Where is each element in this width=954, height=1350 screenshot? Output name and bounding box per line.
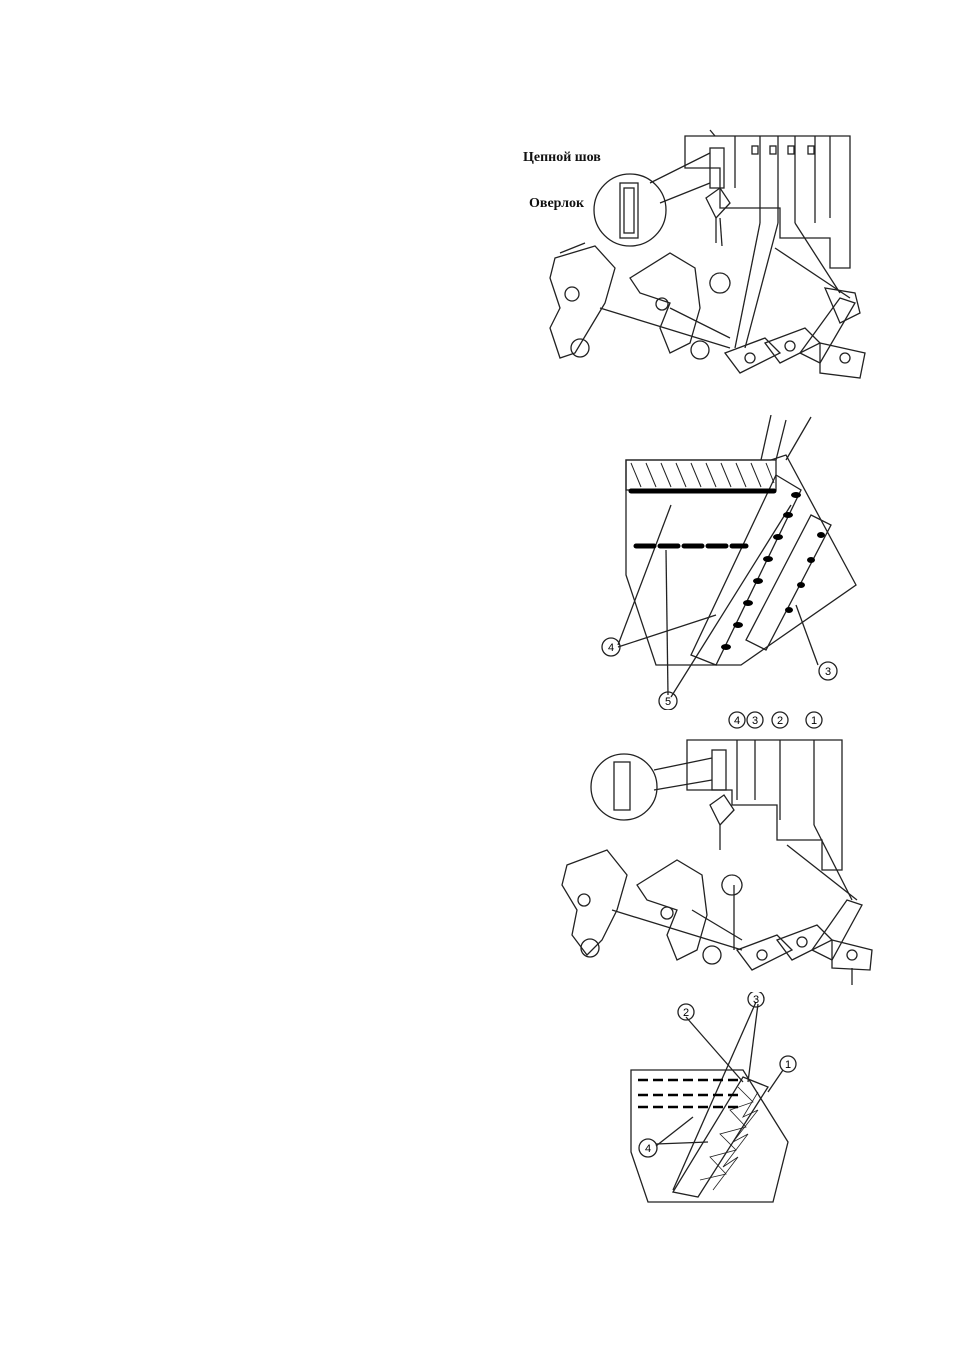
callout-3-fig2: 3 [825, 666, 831, 678]
callout-1-fig4: 1 [785, 1059, 791, 1071]
callout-1-fig3: 1 [811, 715, 817, 727]
seam-drawing-1: 4 5 3 [596, 415, 866, 710]
callout-4-fig3: 4 [734, 715, 740, 727]
seam-drawing-2: 2 3 1 4 [628, 992, 808, 1207]
callout-2-fig4: 2 [683, 1007, 689, 1019]
figure-threading-top [520, 128, 870, 388]
callout-4-fig2: 4 [608, 642, 614, 654]
callout-4-fig4: 4 [645, 1143, 651, 1155]
callout-3-fig4: 3 [753, 994, 759, 1006]
callout-5-fig2: 5 [665, 696, 671, 708]
figure-threading-bottom: 4 3 2 1 [552, 710, 877, 988]
machine-threading-drawing-1 [520, 128, 870, 388]
label-chain-stitch: Цепной шов [523, 150, 601, 166]
label-overlock: Оверлок [529, 196, 584, 212]
figure-seam-diagram-1: 4 5 3 [596, 415, 866, 710]
callout-3-fig3: 3 [752, 715, 758, 727]
figure-seam-diagram-2: 2 3 1 4 [628, 992, 808, 1207]
callout-2-fig3: 2 [777, 715, 783, 727]
machine-threading-drawing-2: 4 3 2 1 [552, 710, 877, 988]
